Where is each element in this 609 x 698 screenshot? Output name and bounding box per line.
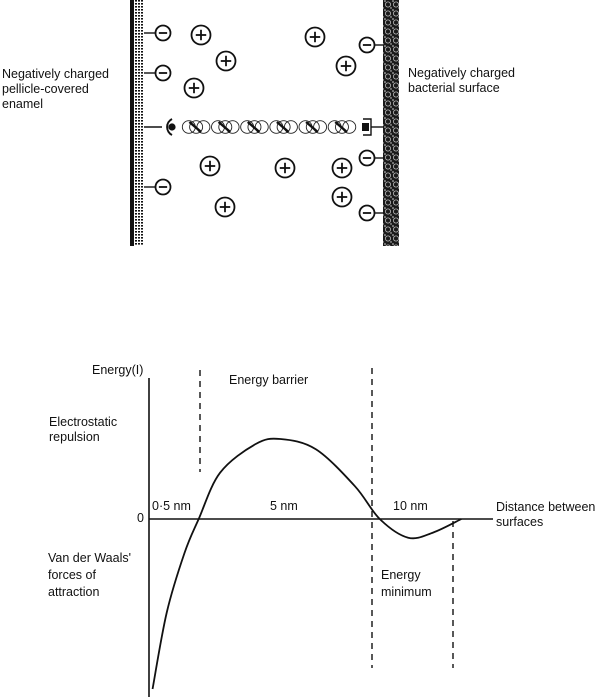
- van-der-waals-label: Van der Waals' forces of attraction: [48, 550, 131, 601]
- bacterial-surface: [383, 0, 399, 246]
- positive-ion-icon: [304, 26, 326, 48]
- negative-charge-icon: [358, 149, 376, 167]
- positive-ion-icon: [335, 55, 357, 77]
- energy-minimum-line-2: minimum: [381, 585, 432, 599]
- bacterial-label-line-2: bacterial surface: [408, 81, 500, 95]
- vdw-line-2: forces of: [48, 568, 96, 582]
- energy-barrier-label: Energy barrier: [229, 373, 309, 387]
- negative-charge-icon: [358, 204, 376, 222]
- energy-curve: [151, 437, 462, 690]
- chain-segment: [240, 120, 269, 134]
- positive-ion-icon: [331, 186, 353, 208]
- enamel-label-line-2: pellicle-covered: [2, 82, 89, 96]
- energy-minimum-label: Energy minimum: [381, 567, 432, 601]
- bacterial-surface-label: Negatively charged bacterial surface: [408, 66, 515, 96]
- top-panel: [130, 0, 399, 246]
- energy-graph: [148, 368, 493, 697]
- adhesin-bridge: [144, 118, 384, 136]
- tick-label-10nm: 10 nm: [393, 499, 428, 513]
- chain-segment: [269, 120, 298, 134]
- positive-ion-icon: [274, 157, 296, 179]
- chain-segment: [298, 120, 328, 134]
- negative-charge-icon: [154, 24, 172, 42]
- chain-segment: [211, 120, 240, 134]
- positive-ion-icon: [215, 50, 237, 72]
- positive-ion-icon: [214, 196, 236, 218]
- bacterial-label-line-1: Negatively charged: [408, 66, 516, 80]
- positive-ions: [183, 24, 357, 218]
- adhesin-ball-icon: [168, 123, 176, 131]
- electrostatic-line-1: Electrostatic: [49, 415, 118, 429]
- vdw-line-3: attraction: [48, 585, 100, 599]
- receptor-block-icon: [362, 123, 369, 131]
- enamel-label-line-1: Negatively charged: [2, 67, 110, 81]
- positive-ion-icon: [199, 155, 221, 177]
- enamel-label: Negatively charged pellicle-covered enam…: [2, 67, 109, 112]
- bacterial-negative-charges: [358, 36, 384, 222]
- energy-minimum-line-1: Energy: [381, 568, 421, 582]
- y-axis-label: Energy(I): [92, 363, 144, 377]
- tick-label-0-5nm: 0·5 nm: [152, 499, 191, 513]
- enamel-negative-charges: [144, 24, 172, 196]
- chain-segment: [181, 120, 211, 134]
- x-axis-label-line-2: surfaces: [496, 515, 544, 529]
- electrostatic-line-2: repulsion: [49, 430, 100, 444]
- zero-label: 0: [137, 511, 144, 525]
- chain-segment: [327, 120, 357, 134]
- negative-charge-icon: [154, 64, 172, 82]
- electrostatic-repulsion-label: Electrostatic repulsion: [49, 415, 117, 445]
- positive-ion-icon: [190, 24, 212, 46]
- positive-ion-icon: [331, 157, 353, 179]
- positive-ion-icon: [183, 77, 205, 99]
- negative-charge-icon: [154, 178, 172, 196]
- enamel-label-line-3: enamel: [2, 97, 43, 111]
- pellicle-layer: [134, 0, 144, 246]
- vdw-line-1: Van der Waals': [48, 551, 131, 565]
- x-axis-label: Distance between surfaces: [496, 500, 595, 530]
- enamel-surface: [130, 0, 134, 246]
- x-axis-label-line-1: Distance between: [496, 500, 596, 514]
- polymer-chain: [181, 120, 357, 134]
- tick-label-5nm: 5 nm: [270, 499, 298, 513]
- negative-charge-icon: [358, 36, 376, 54]
- receptor-cup-icon: [166, 118, 173, 136]
